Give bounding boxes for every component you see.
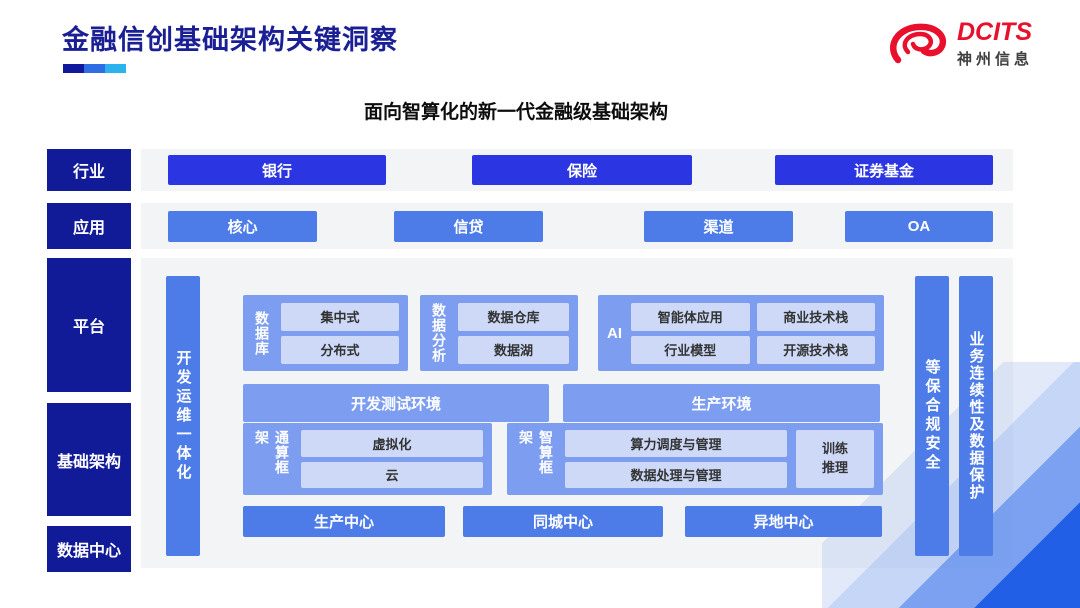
layer-label-industry: 行业 xyxy=(47,149,131,191)
application-item-credit: 信贷 xyxy=(394,211,543,242)
center-same-city: 同城中心 xyxy=(463,506,663,537)
group-analytics-label: 数据分析 xyxy=(431,303,447,363)
application-item-oa: OA xyxy=(845,211,993,242)
env-dev-test: 开发测试环境 xyxy=(243,384,549,422)
layer-label-application: 应用 xyxy=(47,203,131,249)
page-title: 金融信创基础架构关键洞察 xyxy=(62,25,398,55)
logo-text: DCITS 神州信息 xyxy=(957,20,1033,69)
group-database: 数据库 集中式 分布式 xyxy=(243,295,408,371)
layer-label-infrastructure: 基础架构 xyxy=(47,403,131,516)
group-database-label: 数据库 xyxy=(254,310,270,356)
application-item-channel: 渠道 xyxy=(644,211,793,242)
logo-company: 神州信息 xyxy=(957,51,1034,68)
chip-cloud: 云 xyxy=(301,461,483,488)
group-ai-label: AI xyxy=(607,324,622,342)
group-general-compute-items: 虚拟化 云 xyxy=(301,430,483,488)
pillar-devops: 开发运维一体化 xyxy=(166,276,200,556)
underline-segment xyxy=(63,64,84,73)
chip-industry-model: 行业模型 xyxy=(631,335,750,364)
pillar-security-compliance: 等保合规安全 xyxy=(915,276,949,556)
layer-label-platform: 平台 xyxy=(47,258,131,392)
industry-item-bank: 银行 xyxy=(168,155,386,185)
chip-open-source-stack: 开源技术栈 xyxy=(756,335,875,364)
chip-virtualization: 虚拟化 xyxy=(301,430,483,457)
layer-label-datacenter: 数据中心 xyxy=(47,526,131,572)
group-ai-compute: 智算框架 算力调度与管理 数据处理与管理 训练 推理 xyxy=(507,423,883,495)
group-analytics: 数据分析 数据仓库 数据湖 xyxy=(420,295,578,371)
industry-item-securities: 证券基金 xyxy=(775,155,993,185)
group-ai-compute-items: 算力调度与管理 数据处理与管理 xyxy=(565,430,787,488)
chip-distributed: 分布式 xyxy=(281,335,399,364)
diagram-title: 面向智算化的新一代金融级基础架构 xyxy=(363,102,668,123)
dcits-logo: DCITS 神州信息 xyxy=(888,20,1033,69)
chip-data-lake: 数据湖 xyxy=(458,335,569,364)
pillar-business-continuity: 业务连续性及数据保护 xyxy=(959,276,993,556)
underline-segment xyxy=(105,64,126,73)
logo-brand: DCITS xyxy=(957,18,1032,46)
chip-compute-scheduling: 算力调度与管理 xyxy=(565,430,787,457)
center-remote: 异地中心 xyxy=(685,506,882,537)
chip-data-warehouse: 数据仓库 xyxy=(458,302,569,331)
chip-agent-app: 智能体应用 xyxy=(631,302,750,331)
application-item-core: 核心 xyxy=(168,211,317,242)
env-production: 生产环境 xyxy=(563,384,880,422)
group-ai-compute-label: 智算框架 xyxy=(518,430,554,475)
swirl-swoosh-icon xyxy=(890,23,947,63)
group-analytics-items: 数据仓库 数据湖 xyxy=(458,302,569,364)
chip-commercial-stack: 商业技术栈 xyxy=(756,302,875,331)
chip-data-processing: 数据处理与管理 xyxy=(565,461,787,488)
center-production: 生产中心 xyxy=(243,506,445,537)
group-general-compute: 通算框架 虚拟化 云 xyxy=(243,423,492,495)
group-database-items: 集中式 分布式 xyxy=(281,302,399,364)
group-ai: AI 智能体应用 商业技术栈 行业模型 开源技术栈 xyxy=(598,295,884,371)
group-general-compute-label: 通算框架 xyxy=(254,430,290,475)
industry-item-insurance: 保险 xyxy=(472,155,692,185)
title-underline xyxy=(63,64,126,73)
chip-training-inference: 训练 推理 xyxy=(796,430,874,488)
underline-segment xyxy=(84,64,105,73)
group-ai-items: 智能体应用 商业技术栈 行业模型 开源技术栈 xyxy=(631,302,875,364)
chip-centralized: 集中式 xyxy=(281,302,399,331)
